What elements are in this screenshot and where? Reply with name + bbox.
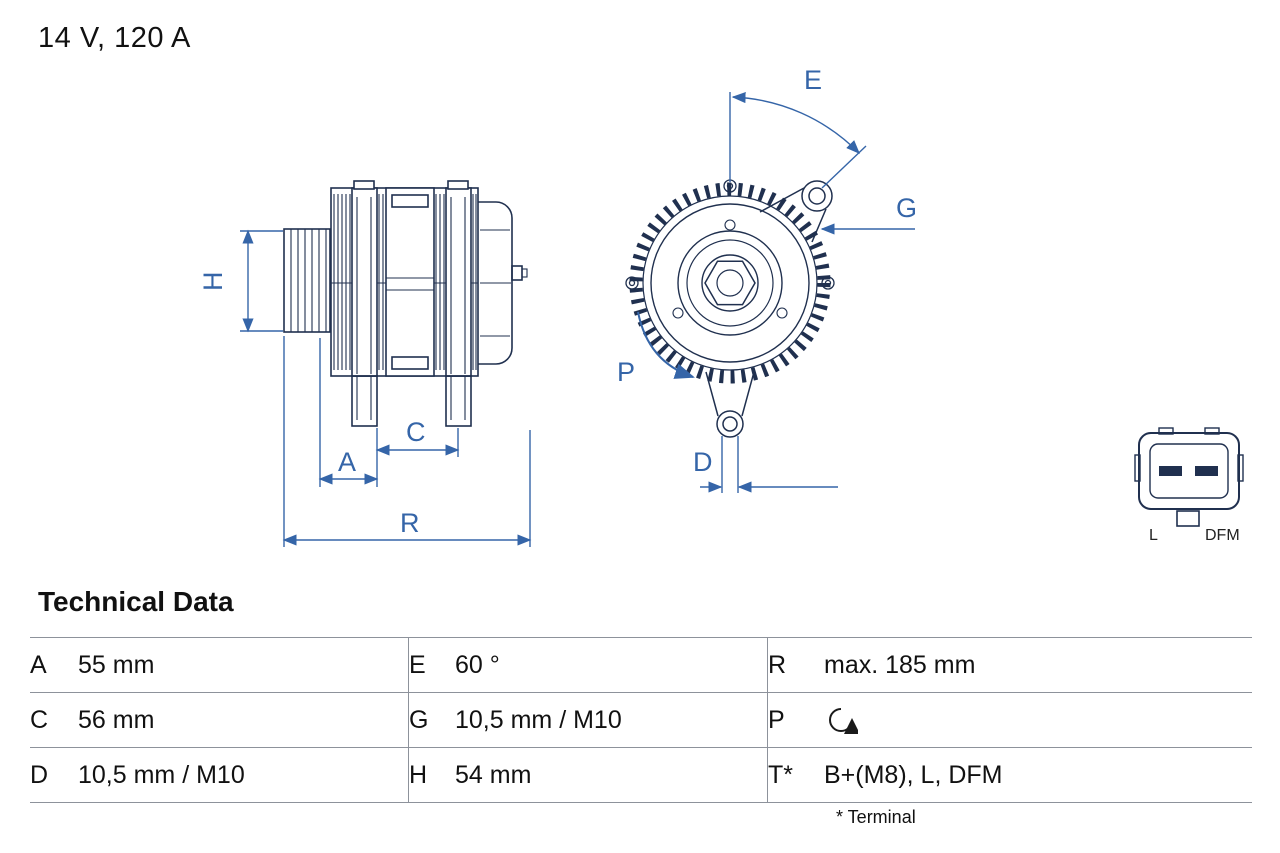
spec-key: G bbox=[408, 692, 455, 748]
stator-slot-ring bbox=[629, 182, 831, 384]
housing-body bbox=[330, 180, 479, 427]
spec-key: C bbox=[30, 692, 78, 748]
spec-key: T* bbox=[767, 747, 824, 803]
table-row: D 10,5 mm / M10 H 54 mm T* B+(M8), L, DF… bbox=[30, 747, 1252, 803]
spec-value: 55 mm bbox=[78, 637, 409, 693]
rear-cover bbox=[478, 201, 528, 365]
dim-label-A: A bbox=[338, 447, 356, 477]
front-view-dimensions bbox=[637, 91, 915, 493]
table-row: C 56 mm G 10,5 mm / M10 P bbox=[30, 692, 1252, 748]
spec-key: E bbox=[408, 637, 455, 693]
side-view-dimensions bbox=[240, 229, 532, 547]
connector-plug: L DFM bbox=[1134, 427, 1244, 544]
casing-ears bbox=[625, 179, 835, 290]
spec-value: 60 ° bbox=[455, 637, 768, 693]
spec-value: 54 mm bbox=[455, 747, 768, 803]
connector-tab bbox=[1176, 510, 1200, 527]
part-rating-title: 14 V, 120 A bbox=[38, 22, 191, 54]
dim-label-R: R bbox=[400, 508, 420, 538]
spec-key: A bbox=[30, 637, 78, 693]
dim-label-C: C bbox=[406, 417, 426, 447]
dim-label-P: P bbox=[617, 357, 635, 387]
terminal-footnote: * Terminal bbox=[836, 807, 916, 827]
pulley bbox=[283, 228, 331, 333]
rotation-direction-icon bbox=[829, 708, 860, 735]
mount-foot-rear bbox=[445, 375, 472, 427]
spec-value: 56 mm bbox=[78, 692, 409, 748]
spec-value: 10,5 mm / M10 bbox=[455, 692, 768, 748]
spec-key: D bbox=[30, 747, 78, 803]
alternator-side-view bbox=[283, 180, 528, 427]
technical-data-heading: Technical Data bbox=[38, 586, 234, 617]
spec-key: H bbox=[408, 747, 455, 803]
cooling-fins bbox=[333, 194, 477, 370]
connector-pin-left bbox=[1159, 466, 1182, 476]
dim-label-E: E bbox=[804, 65, 822, 95]
dim-label-D: D bbox=[693, 447, 713, 477]
spec-key: P bbox=[767, 692, 824, 748]
b-plus-terminal bbox=[511, 265, 523, 281]
table-row: A 55 mm E 60 ° R max. 185 mm bbox=[30, 637, 1252, 693]
through-bolt-right bbox=[445, 180, 472, 377]
spec-value bbox=[824, 692, 1252, 748]
connector-label-L: L bbox=[1149, 527, 1158, 544]
technical-data-table: A 55 mm E 60 ° R max. 185 mm C 56 mm G 1… bbox=[30, 637, 1252, 803]
dim-label-H: H bbox=[198, 272, 228, 292]
spec-value: B+(M8), L, DFM bbox=[824, 747, 1252, 803]
through-bolt-left bbox=[351, 180, 378, 377]
center-stud bbox=[385, 187, 435, 377]
connector-label-DFM: DFM bbox=[1205, 527, 1240, 544]
technical-drawing: H A C R bbox=[198, 65, 1244, 547]
connector-pin-right bbox=[1195, 466, 1218, 476]
mount-foot-front bbox=[351, 375, 378, 427]
spec-value: 10,5 mm / M10 bbox=[78, 747, 409, 803]
spec-value: max. 185 mm bbox=[824, 637, 1252, 693]
spec-key: R bbox=[767, 637, 824, 693]
mounting-lug-bottom bbox=[705, 371, 755, 438]
shaft-nut bbox=[704, 260, 756, 306]
mounting-lug-top bbox=[759, 180, 833, 243]
dim-label-G: G bbox=[896, 193, 917, 223]
alternator-front-view bbox=[625, 179, 835, 438]
